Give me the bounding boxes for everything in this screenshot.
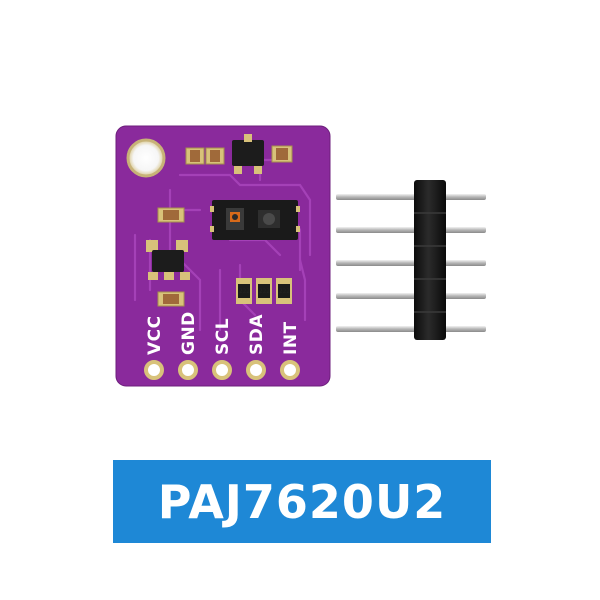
product-title-banner: PAJ7620U2 — [113, 460, 491, 543]
pad-int — [280, 360, 300, 380]
pad-sda — [246, 360, 266, 380]
pcb-board: 222 222 222 VCC GND SCL SDA INT — [115, 125, 331, 387]
resistor-code-2: 222 — [259, 288, 270, 295]
voltage-regulator — [146, 240, 190, 280]
pull-up-resistor-3: 222 — [276, 278, 292, 304]
smd-capacitor-top-3 — [271, 145, 293, 163]
mounting-hole — [126, 138, 166, 178]
pad-vcc — [144, 360, 164, 380]
product-title: PAJ7620U2 — [157, 474, 447, 529]
header-pin-4 — [336, 293, 486, 299]
pin-label-gnd: GND — [179, 311, 199, 355]
pad-scl — [212, 360, 232, 380]
pin-label-sda: SDA — [247, 314, 267, 355]
header-plastic — [414, 180, 446, 340]
pull-up-resistor-2: 222 — [256, 278, 272, 304]
header-pins — [336, 194, 486, 332]
pin-label-vcc: VCC — [145, 315, 165, 355]
gesture-sensor-chip — [210, 200, 300, 240]
pull-up-resistor-1: 222 — [236, 278, 252, 304]
pin-header — [336, 180, 486, 340]
pin-label-int: INT — [281, 321, 301, 355]
pin-label-scl: SCL — [213, 318, 233, 355]
header-pin-1 — [336, 194, 486, 200]
header-pin-3 — [336, 260, 486, 266]
smd-capacitor-top-2 — [205, 147, 225, 165]
transistor-top — [232, 134, 264, 174]
smd-capacitor-top-1 — [185, 147, 205, 165]
header-pin-5 — [336, 326, 486, 332]
resistor-code-1: 222 — [239, 288, 250, 295]
pin-pads — [144, 360, 300, 380]
pad-gnd — [178, 360, 198, 380]
smd-capacitor-left — [157, 207, 185, 223]
smd-capacitor-lower-left — [157, 291, 185, 307]
resistor-code-3: 222 — [279, 288, 290, 295]
header-pin-2 — [336, 227, 486, 233]
